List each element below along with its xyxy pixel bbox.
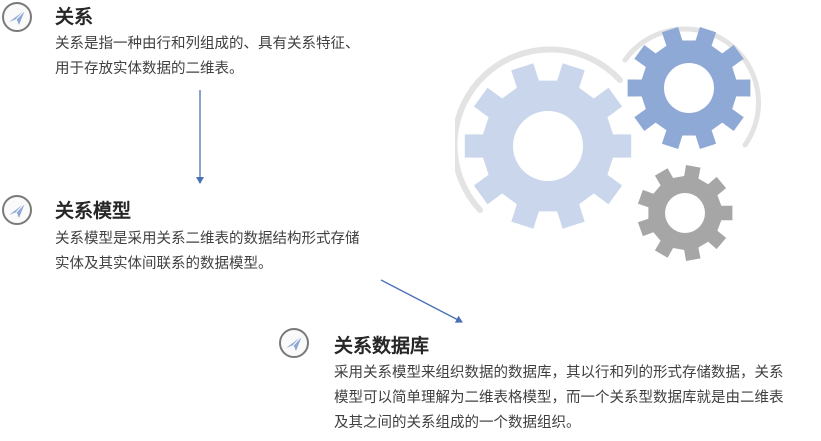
gear-blue-icon [627,27,751,149]
item-description: 关系是指一种由行和列组成的、具有关系特征、用于存放实体数据的二维表。 [55,36,360,77]
paper-plane-icon [2,195,32,225]
item-title: 关系模型 [55,200,132,222]
item-title: 关系 [55,6,94,28]
g3-hole [665,193,705,233]
ring-large [455,46,623,213]
ring-small [622,26,761,148]
paper-plane-icon [279,328,309,358]
item-description: 关系模型是采用关系二维表的数据结构形式存储实体及其实体间联系的数据模型。 [55,231,360,272]
gear-large-icon [464,63,632,229]
g1-hole [513,111,583,181]
gear-gray-icon [637,165,733,261]
gears-illustration [455,26,761,261]
g2-hole [664,63,714,113]
paper-plane-icon [2,2,32,32]
arrow-model-to-database [380,279,463,323]
item-description: 采用关系模型来组织数据的数据库，其以行和列的形式存储数据，关系模型可以简单理解为… [334,365,784,431]
item-title: 关系数据库 [334,335,430,357]
